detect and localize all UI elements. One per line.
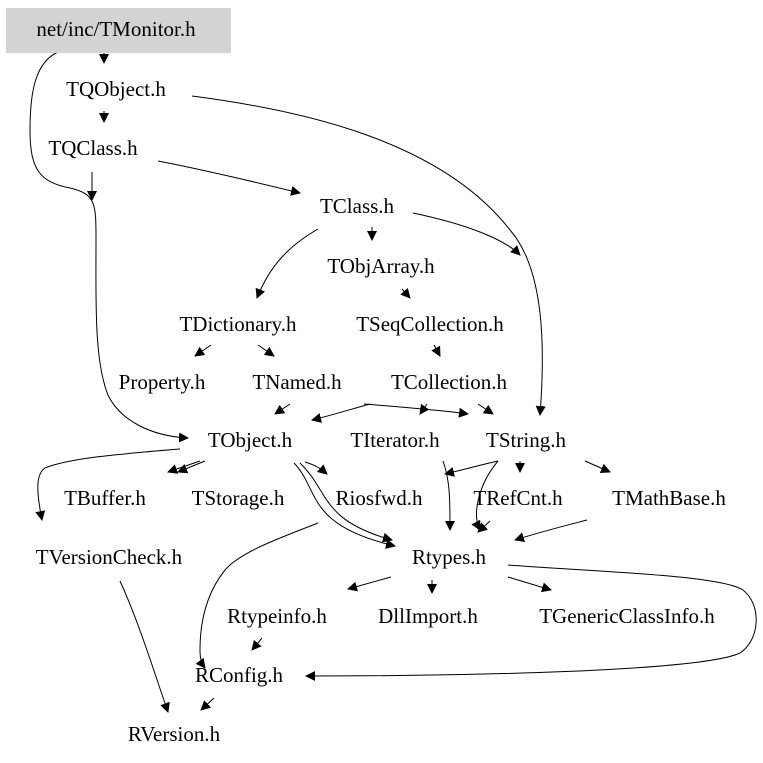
- node-tversioncheck[interactable]: TVersionCheck.h: [36, 545, 183, 569]
- edge-tobjarray-to-tseqcollection: [400, 287, 411, 299]
- node-property[interactable]: Property.h: [119, 370, 206, 394]
- node-label-rtypes: Rtypes.h: [412, 545, 487, 569]
- node-label-property: Property.h: [119, 370, 206, 394]
- node-label-riosfwd: Riosfwd.h: [336, 486, 423, 510]
- node-label-tseqcollection: TSeqCollection.h: [356, 312, 504, 336]
- node-label-titerator: TIterator.h: [350, 428, 440, 452]
- node-tobjarray[interactable]: TObjArray.h: [327, 254, 435, 278]
- edge-tobject-to-riosfwd: [304, 461, 328, 475]
- node-label-tcollection: TCollection.h: [391, 370, 508, 394]
- node-rtypes[interactable]: Rtypes.h: [412, 545, 487, 569]
- edge-tqobject-to-tstring: [191, 95, 546, 416]
- edge-rtypes-to-rconfig: [305, 564, 757, 681]
- edge-tclass-to-tdictionary: [255, 228, 319, 299]
- edge-rconfig-to-rversion: [200, 697, 215, 711]
- node-tstorage[interactable]: TStorage.h: [192, 486, 285, 510]
- edge-rtypes-to-rtypeinfo: [347, 576, 392, 592]
- edge-tversioncheck-to-rversion: [119, 580, 170, 713]
- edge-tdictionary-to-property: [194, 344, 212, 357]
- edge-tdictionary-to-tnamed: [257, 344, 275, 357]
- edge-layer: [29, 51, 757, 713]
- node-rversion[interactable]: RVersion.h: [128, 722, 221, 746]
- node-label-tmathbase: TMathBase.h: [612, 486, 726, 510]
- node-label-tbuffer: TBuffer.h: [64, 486, 146, 510]
- node-label-trefcnt: TRefCnt.h: [473, 486, 563, 510]
- node-layer: net/inc/TMonitor.hTQObject.hTQClass.hTCl…: [6, 8, 726, 746]
- edge-tobject-to-tstorage: [167, 460, 201, 474]
- node-label-rtypeinfo: Rtypeinfo.h: [227, 604, 327, 628]
- edge-trefcnt-to-rtypes: [477, 520, 491, 533]
- node-tclass[interactable]: TClass.h: [320, 194, 395, 218]
- edge-tobject-to-rtypes2: [299, 462, 393, 543]
- edge-titerator-to-rtypes: [442, 460, 455, 531]
- edge-tobject-to-tstorage2: [177, 460, 206, 474]
- node-label-dllimport: DllImport.h: [378, 604, 478, 628]
- node-titerator[interactable]: TIterator.h: [350, 428, 440, 452]
- node-label-tqobject: TQObject.h: [66, 77, 166, 101]
- root-node-highlight: [6, 8, 231, 53]
- node-label-tnamed: TNamed.h: [252, 370, 342, 394]
- edge-tobject-to-rtypes: [293, 462, 396, 549]
- node-tqobject[interactable]: TQObject.h: [66, 77, 166, 101]
- edge-rtypes-to-tgenericclassinfo: [507, 576, 552, 593]
- node-trefcnt[interactable]: TRefCnt.h: [473, 486, 563, 510]
- node-rtypeinfo[interactable]: Rtypeinfo.h: [227, 604, 327, 628]
- node-rconfig[interactable]: RConfig.h: [195, 663, 284, 687]
- node-tcollection[interactable]: TCollection.h: [391, 370, 508, 394]
- edge-tstring-to-trefcnt: [444, 460, 499, 477]
- edge-tclass-to-tstring: [412, 212, 521, 256]
- node-label-tmonitor: net/inc/TMonitor.h: [36, 17, 196, 41]
- node-label-tgenericclassinfo: TGenericClassInfo.h: [539, 604, 715, 628]
- node-tqclass[interactable]: TQClass.h: [48, 136, 138, 160]
- node-tseqcollection[interactable]: TSeqCollection.h: [356, 312, 504, 336]
- node-label-tobject: TObject.h: [208, 428, 293, 452]
- node-label-tstorage: TStorage.h: [192, 486, 285, 510]
- node-riosfwd[interactable]: Riosfwd.h: [336, 486, 423, 510]
- edge-tcollection-to-titerator: [419, 403, 430, 415]
- edge-tcollection-to-tstring: [477, 403, 494, 415]
- node-dllimport[interactable]: DllImport.h: [378, 604, 478, 628]
- node-label-tqclass: TQClass.h: [48, 136, 138, 160]
- node-label-tobjarray: TObjArray.h: [327, 254, 435, 278]
- edge-rtypeinfo-to-rconfig: [251, 637, 263, 651]
- node-tbuffer[interactable]: TBuffer.h: [64, 486, 146, 510]
- edge-tstring-to-tmathbase: [584, 460, 611, 473]
- node-label-tversioncheck: TVersionCheck.h: [36, 545, 183, 569]
- node-tstring[interactable]: TString.h: [486, 428, 566, 452]
- edge-riosfwd-to-rconfig: [195, 522, 319, 669]
- node-tmonitor[interactable]: net/inc/TMonitor.h: [6, 8, 231, 53]
- node-tgenericclassinfo[interactable]: TGenericClassInfo.h: [539, 604, 715, 628]
- node-label-rversion: RVersion.h: [128, 722, 221, 746]
- edge-tcollection-to-tobject: [311, 403, 371, 423]
- node-tdictionary[interactable]: TDictionary.h: [179, 312, 297, 336]
- node-label-rconfig: RConfig.h: [195, 663, 284, 687]
- node-label-tdictionary: TDictionary.h: [179, 312, 297, 336]
- edge-tmonitor-to-tobject: [29, 51, 189, 443]
- node-tnamed[interactable]: TNamed.h: [252, 370, 342, 394]
- node-label-tclass: TClass.h: [320, 194, 395, 218]
- edge-tobject-to-tbuffer: [35, 448, 181, 521]
- edge-tseqcollection-to-tcollection: [431, 344, 441, 357]
- edge-tmathbase-to-rtypes: [514, 519, 588, 543]
- edge-tnamed-to-tobject: [274, 403, 291, 415]
- node-label-tstring: TString.h: [486, 428, 566, 452]
- edge-tqclass-to-tclass: [157, 160, 301, 196]
- edge-tnamed-to-tstring: [363, 403, 469, 418]
- node-tobject[interactable]: TObject.h: [208, 428, 293, 452]
- node-tmathbase[interactable]: TMathBase.h: [612, 486, 726, 510]
